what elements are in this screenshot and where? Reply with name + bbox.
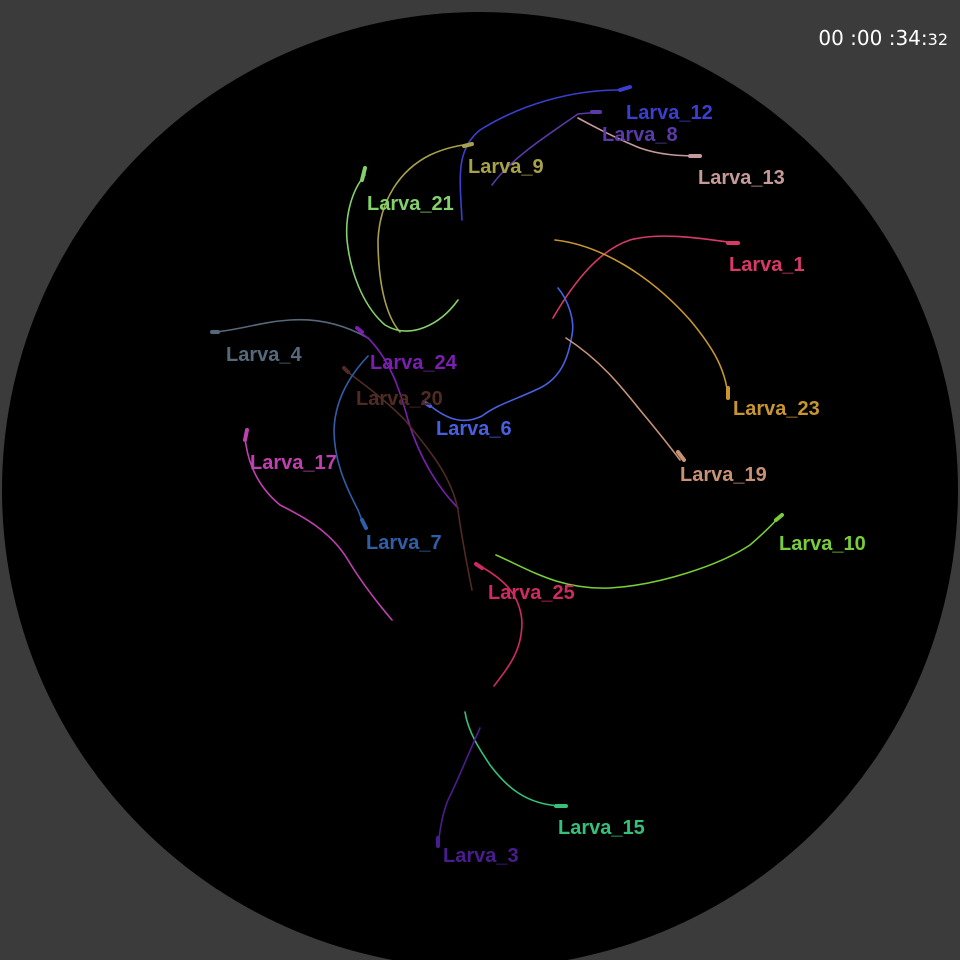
track-label-larva-13: Larva_13 <box>698 167 785 189</box>
track-path-larva-15 <box>464 711 563 807</box>
track-path-larva-4 <box>214 318 369 339</box>
track-label-larva-21: Larva_21 <box>367 193 454 215</box>
track-label-larva-24: Larva_24 <box>370 352 458 374</box>
track-label-larva-19: Larva_19 <box>680 464 767 486</box>
track-path-larva-12 <box>459 89 621 221</box>
track-label-larva-1: Larva_1 <box>729 254 805 276</box>
track-path-larva-24 <box>359 331 459 509</box>
larva-head-larva-24 <box>355 326 364 334</box>
track-path-larva-3 <box>437 727 481 846</box>
track-label-larva-3: Larva_3 <box>443 845 519 867</box>
track-label-larva-17: Larva_17 <box>250 452 337 474</box>
tracks-layer <box>210 85 784 848</box>
track-label-larva-10: Larva_10 <box>779 533 866 555</box>
larva-head-larva-19 <box>676 450 686 462</box>
larva-head-larva-6 <box>422 400 432 408</box>
track-label-larva-23: Larva_23 <box>733 398 820 420</box>
timestamp-display: 00 :00 :34:32 <box>818 26 948 52</box>
larva-head-larva-12 <box>618 85 632 92</box>
larva-head-larva-10 <box>774 513 784 522</box>
track-label-larva-12: Larva_12 <box>626 102 713 124</box>
track-label-larva-4: Larva_4 <box>226 344 302 366</box>
track-label-larva-6: Larva_6 <box>436 418 512 440</box>
larva-head-larva-25 <box>474 562 484 570</box>
track-path-larva-8 <box>491 111 601 186</box>
track-path-larva-7 <box>333 355 369 527</box>
track-path-larva-19 <box>565 337 681 461</box>
larva-head-larva-9 <box>462 142 474 148</box>
track-label-larva-25: Larva_25 <box>488 582 575 604</box>
larva-head-larva-7 <box>360 518 368 530</box>
track-path-larva-10 <box>495 515 781 589</box>
timestamp-fraction: 32 <box>927 30 948 49</box>
timestamp-main: 00 :00 :34: <box>818 26 928 50</box>
larva-head-larva-17 <box>243 428 249 442</box>
track-path-larva-23 <box>554 239 729 396</box>
track-path-larva-21 <box>345 174 459 332</box>
track-path-larva-9 <box>377 143 473 333</box>
track-path-larva-6 <box>427 287 574 422</box>
track-label-larva-8: Larva_8 <box>602 124 678 146</box>
track-path-larva-13 <box>577 117 701 157</box>
larva-head-larva-21 <box>360 166 367 182</box>
track-label-larva-9: Larva_9 <box>468 156 544 178</box>
larva-head-larva-20 <box>342 366 350 374</box>
track-path-larva-25 <box>479 565 523 687</box>
track-label-larva-15: Larva_15 <box>558 817 645 839</box>
track-label-larva-20: Larva_20 <box>356 388 443 410</box>
arena-dish <box>2 12 958 960</box>
track-path-larva-20 <box>344 369 473 591</box>
track-label-larva-7: Larva_7 <box>366 532 442 554</box>
track-path-larva-1 <box>552 235 736 319</box>
